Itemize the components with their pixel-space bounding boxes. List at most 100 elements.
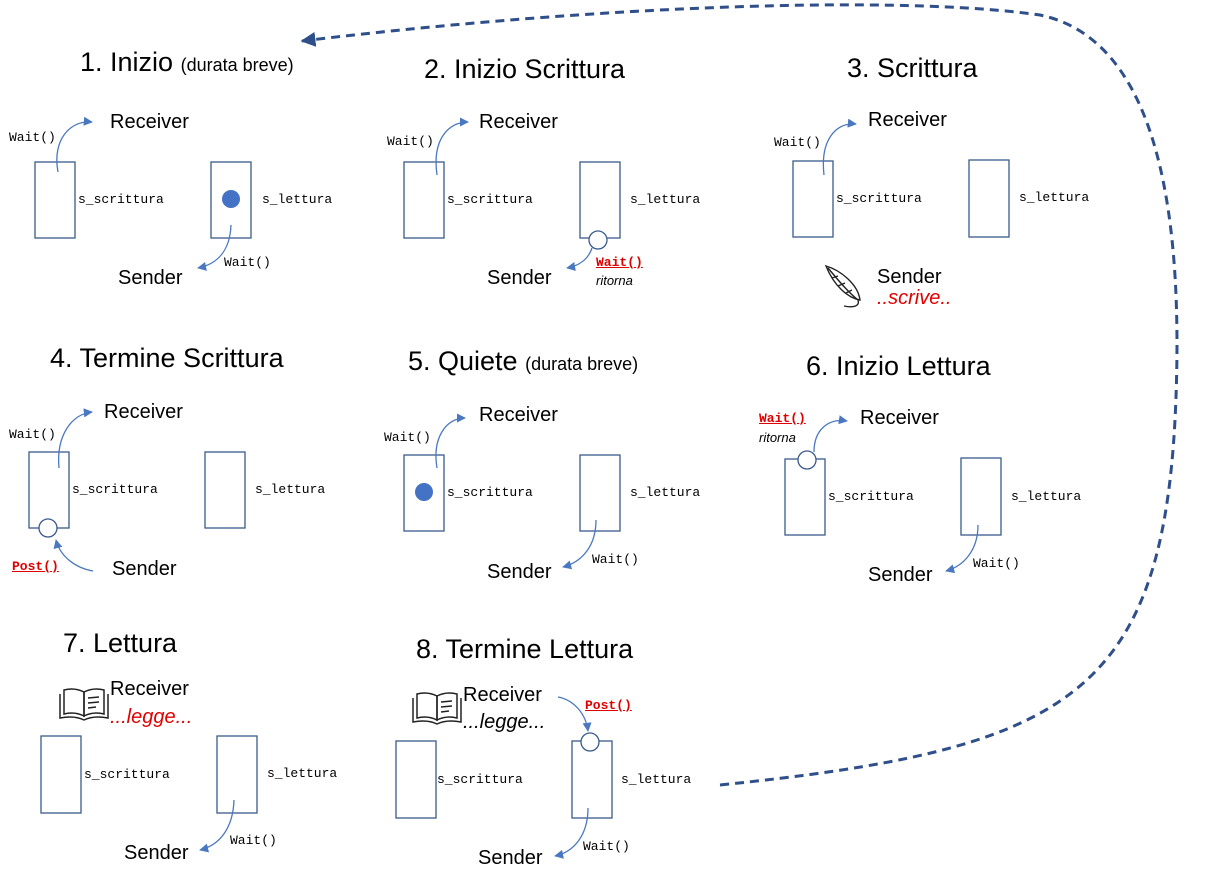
s4-sem-scrittura-label: s_scrittura [72, 482, 158, 497]
s3-sem-lettura-box [968, 159, 1010, 238]
s1-receiver-arrow [56, 116, 93, 173]
s6-sem-scrittura-box [784, 458, 826, 536]
s3-title: 3. Scrittura [847, 53, 978, 83]
s6-receiver-arrow [813, 415, 848, 453]
s7-sender-arrow [199, 799, 235, 853]
s3-scrive-note: ..scrive.. [877, 287, 952, 309]
s8-sender-wait: Wait() [583, 839, 630, 854]
s5-receiver-wait: Wait() [384, 430, 431, 445]
s1-token [222, 190, 240, 208]
s2-empty-token [588, 230, 608, 250]
s4-post-arrow [53, 539, 94, 572]
s3-sem-lettura-label: s_lettura [1019, 190, 1090, 205]
s5-sem-lettura-box [579, 454, 621, 532]
s7-sender-wait: Wait() [230, 833, 277, 848]
s6-title: 6. Inizio Lettura [806, 351, 991, 381]
s8-receiver-label: Receiver [463, 684, 542, 706]
s2-sem-scrittura-label: s_scrittura [447, 192, 533, 207]
s3-receiver-label: Receiver [868, 109, 947, 131]
s5-sender-wait: Wait() [592, 552, 639, 567]
s7-sem-lettura-box [216, 735, 258, 814]
s5-duration-note: (durata breve) [525, 354, 639, 374]
s5-sem-scrittura-label: s_scrittura [447, 485, 533, 500]
s4-receiver-wait: Wait() [9, 427, 56, 442]
s8-sem-scrittura-box [395, 740, 437, 819]
s8-sender-label: Sender [478, 847, 543, 869]
s7-receiver-label: Receiver [110, 678, 189, 700]
s1-sem-scrittura-label: s_scrittura [78, 192, 164, 207]
s8-sem-scrittura-label: s_scrittura [437, 772, 523, 787]
s1-sem-lettura-label: s_lettura [262, 192, 333, 207]
s8-sem-lettura-label: s_lettura [621, 772, 692, 787]
s7-sem-lettura-label: s_lettura [267, 766, 338, 781]
loop-arrow [300, 3, 1179, 787]
s6-ritorna-note: ritorna [759, 430, 796, 445]
s2-title: 2. Inizio Scrittura [424, 54, 626, 84]
s5-receiver-arrow [435, 413, 466, 469]
s8-sender-arrow [554, 807, 589, 859]
s7-sem-scrittura-label: s_scrittura [84, 767, 170, 782]
s1-sender-arrow [197, 224, 232, 271]
s8-empty-token [580, 732, 600, 752]
s6-sem-lettura-label: s_lettura [1011, 489, 1082, 504]
s2-sender-wait-highlight: Wait() [596, 255, 643, 270]
s6-empty-token [797, 450, 817, 470]
s3-sem-scrittura-label: s_scrittura [836, 191, 922, 206]
s7-title: 7. Lettura [63, 628, 178, 658]
s5-sender-label: Sender [487, 561, 552, 583]
s1-sem-scrittura-box [34, 161, 76, 239]
s6-sender-wait: Wait() [973, 556, 1020, 571]
s1-receiver-label: Receiver [110, 111, 189, 133]
s5-sender-arrow [562, 519, 597, 570]
s8-title: 8. Termine Lettura [416, 634, 634, 664]
feather-icon [824, 264, 861, 308]
s4-post-highlight: Post() [12, 559, 59, 574]
s3-receiver-wait: Wait() [774, 135, 821, 150]
s2-ritorna-note: ritorna [596, 273, 633, 288]
s1-sender-wait: Wait() [224, 255, 271, 270]
s2-sender-arrow [566, 247, 593, 272]
s4-receiver-arrow [58, 408, 93, 469]
s2-sem-scrittura-box [403, 161, 445, 239]
book-icon [59, 688, 109, 721]
s4-title: 4. Termine Scrittura [50, 343, 284, 373]
s2-sem-lettura-box [579, 161, 621, 239]
s8-post-arrow [557, 696, 592, 732]
s1-duration-note: (durata breve) [180, 55, 294, 75]
s3-sender-label: Sender [877, 266, 942, 288]
s3-sem-scrittura-box [792, 160, 834, 238]
s4-sem-lettura-box [204, 451, 246, 529]
s6-sender-label: Sender [868, 564, 933, 586]
s6-sem-lettura-box [960, 457, 1002, 536]
s4-sem-lettura-label: s_lettura [255, 482, 326, 497]
s8-sem-lettura-box [571, 740, 613, 819]
s1-receiver-wait: Wait() [9, 130, 56, 145]
s1-sender-label: Sender [118, 267, 183, 289]
s5-title: 5. Quiete (durata breve) [408, 346, 639, 376]
s7-legge-note: ...legge... [110, 706, 193, 728]
s7-sender-label: Sender [124, 842, 189, 864]
s4-empty-token [38, 518, 58, 538]
s8-post-highlight: Post() [585, 698, 632, 713]
s5-token [415, 483, 433, 501]
s5-sem-lettura-label: s_lettura [630, 485, 701, 500]
s6-sender-arrow [945, 524, 979, 574]
s6-receiver-label: Receiver [860, 407, 939, 429]
s7-sem-scrittura-box [40, 735, 82, 814]
s2-receiver-arrow [435, 117, 469, 176]
s4-sender-label: Sender [112, 558, 177, 580]
s5-receiver-label: Receiver [479, 404, 558, 426]
s6-sem-scrittura-label: s_scrittura [828, 489, 914, 504]
s1-title: 1. Inizio (durata breve) [80, 47, 294, 77]
s2-sender-label: Sender [487, 267, 552, 289]
s2-receiver-wait: Wait() [387, 134, 434, 149]
s3-receiver-arrow [822, 118, 857, 176]
book-icon [412, 692, 462, 725]
s4-sem-scrittura-box [28, 451, 70, 529]
s4-receiver-label: Receiver [104, 401, 183, 423]
s6-receiver-wait-highlight: Wait() [759, 411, 806, 426]
s2-receiver-label: Receiver [479, 111, 558, 133]
s2-sem-lettura-label: s_lettura [630, 192, 701, 207]
s8-legge-note: ...legge... [463, 711, 546, 733]
